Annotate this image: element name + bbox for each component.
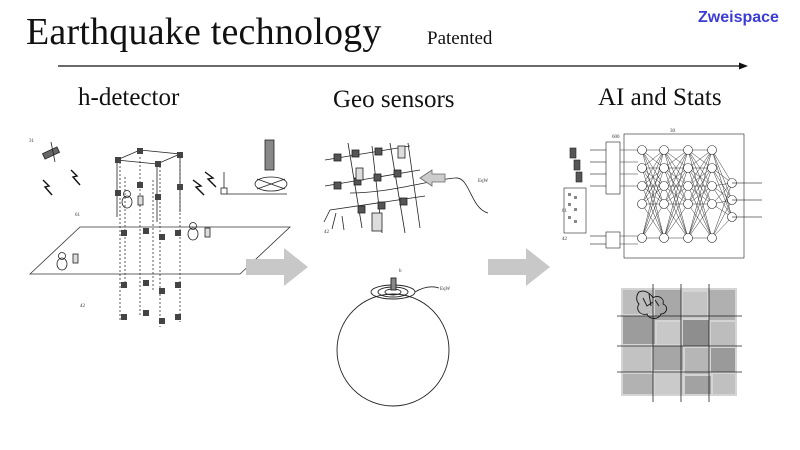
nn-connection (687, 185, 713, 205)
nn-node (637, 181, 647, 191)
nn-node (707, 163, 717, 173)
nn-node (659, 145, 669, 155)
nn-connection (711, 182, 733, 205)
nn-node (683, 181, 693, 191)
nn-connection (641, 203, 665, 239)
nn-node (659, 233, 669, 243)
nn-connection (641, 149, 665, 205)
nn-connection (687, 149, 713, 187)
flow-arrow-2 (488, 248, 550, 286)
nn-node (659, 199, 669, 209)
nn-connection (687, 185, 713, 239)
nn-connection (687, 203, 713, 239)
svg-text:EqW: EqW (440, 287, 451, 292)
nn-connection (687, 149, 713, 239)
nn-connection (687, 167, 713, 205)
svg-text:b: b (399, 269, 402, 274)
nn-connection (641, 185, 665, 239)
nn-node (637, 199, 647, 209)
svg-text:61: 61 (75, 213, 81, 218)
svg-text:600: 600 (612, 135, 620, 140)
nn-connection (711, 216, 733, 239)
nn-connection (687, 149, 713, 169)
nn-node (707, 199, 717, 209)
nn-connection (663, 203, 689, 239)
nn-connection (663, 149, 689, 205)
nn-connection (641, 149, 665, 187)
svg-text:EqW: EqW (478, 179, 489, 184)
section-title-geo-sensors: Geo sensors (333, 86, 455, 113)
nn-node (707, 145, 717, 155)
nn-node (637, 145, 647, 155)
globe-sensor-diagram: b EqW (336, 269, 451, 407)
nn-connection (641, 149, 665, 239)
svg-text:30: 30 (670, 129, 676, 134)
brand-logo: Zweispace (698, 9, 779, 26)
nn-connection (711, 182, 733, 239)
nn-connection (663, 167, 689, 239)
section-title-ai-and-stats: AI and Stats (598, 84, 722, 111)
h-detector-diagram: 31 61 42 (28, 139, 292, 327)
nn-node (683, 145, 693, 155)
flow-arrow-1 (246, 248, 308, 286)
timeline-arrow (58, 62, 748, 70)
svg-text:61: 61 (562, 209, 568, 214)
nn-node (683, 163, 693, 173)
nn-connection (663, 149, 689, 239)
nn-node (659, 181, 669, 191)
section-title-h-detector: h-detector (78, 84, 180, 111)
slide-subtitle: Patented (427, 28, 493, 49)
nn-connection (711, 199, 733, 239)
nn-connection (687, 167, 713, 239)
nn-node (659, 163, 669, 173)
svg-text:42: 42 (80, 304, 86, 309)
nn-connection (711, 167, 733, 218)
nn-connection (663, 149, 689, 169)
statistical-map-image (617, 284, 742, 402)
nn-node (637, 163, 647, 173)
nn-node (683, 199, 693, 209)
nn-connection (641, 167, 665, 239)
nn-connection (663, 185, 689, 205)
nn-node (637, 233, 647, 243)
nn-connection (663, 185, 689, 239)
slide-title: Earthquake technology (26, 11, 382, 53)
nn-node (707, 233, 717, 243)
nn-connection (663, 149, 689, 187)
svg-text:42: 42 (562, 237, 568, 242)
nn-node (707, 181, 717, 191)
nn-connection (641, 167, 665, 205)
nn-connection (711, 167, 733, 201)
nn-connection (687, 149, 713, 205)
geo-sensor-network-diagram: EqW 42 (323, 142, 489, 235)
neural-network-diagram: 30 600 61 42 (562, 129, 762, 259)
svg-text:31: 31 (29, 139, 35, 144)
nn-connection (711, 185, 733, 218)
nn-connection (711, 149, 733, 184)
nn-node (683, 233, 693, 243)
svg-text:42: 42 (324, 230, 330, 235)
nn-connection (663, 167, 689, 205)
